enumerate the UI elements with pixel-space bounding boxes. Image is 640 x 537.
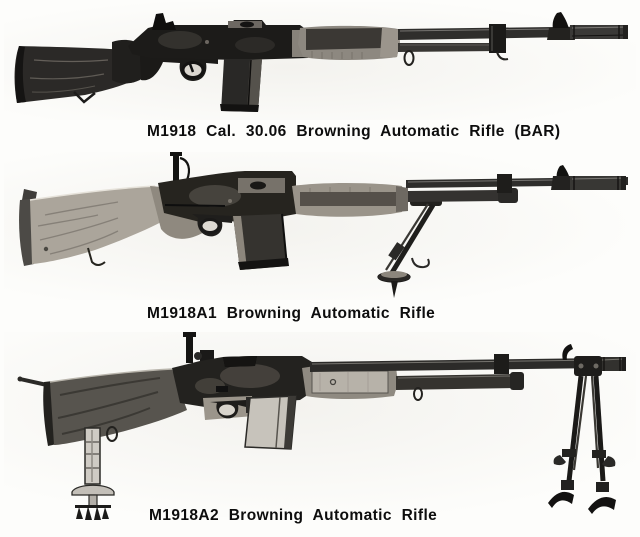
m1918a2-monopod xyxy=(71,427,115,520)
trigger xyxy=(188,63,195,73)
stock-sling-swivel xyxy=(106,426,118,442)
stock-sling-swivel xyxy=(73,91,96,104)
leg-clamp xyxy=(553,455,566,466)
m1918a1-trigger-group xyxy=(192,214,232,237)
m1918a2-rifle-photo xyxy=(4,332,636,520)
caption-m1918a1: M1918A1 Browning Automatic Rifle xyxy=(147,305,436,322)
m1918-rifle-photo xyxy=(4,2,636,120)
m1918a1-forearm xyxy=(292,183,408,217)
m1918-buttstock xyxy=(14,46,145,104)
m1918-magazine xyxy=(220,59,262,112)
gas-tube xyxy=(398,43,499,52)
caption-m1918a2: M1918A2 Browning Automatic Rifle xyxy=(149,507,438,524)
m1918a2-bipod xyxy=(548,356,616,514)
barrel-band xyxy=(489,24,506,53)
m1918-trigger-group xyxy=(112,39,218,84)
leg-clamp xyxy=(602,456,616,468)
m1918-receiver xyxy=(128,13,308,60)
m1918a1-magazine xyxy=(233,213,289,270)
forearm-sling-swivel xyxy=(403,50,415,66)
m1918-barrel xyxy=(398,12,628,66)
m1918a2-forearm xyxy=(302,364,398,399)
bipod-foot-skid xyxy=(588,497,616,514)
rear-sight xyxy=(170,152,191,182)
caption-m1918: M1918 Cal. 30.06 Browning Automatic Rifl… xyxy=(147,123,561,140)
m1918a1-barrel xyxy=(406,165,628,203)
muzzle xyxy=(570,176,626,190)
m1918a2-trigger-group xyxy=(203,396,255,420)
rear-sight xyxy=(152,13,176,30)
front-sight xyxy=(556,165,570,179)
bipod-foot-skid xyxy=(548,491,574,508)
bipod-spike xyxy=(391,281,398,298)
m1918a1-bipod xyxy=(377,191,442,298)
m1918a2-buttstock xyxy=(17,368,187,446)
front-sight xyxy=(552,12,569,29)
barrel-band xyxy=(494,354,509,374)
stock-sling-swivel xyxy=(87,247,106,266)
m1918a1-receiver xyxy=(158,171,296,222)
m1918a2-magazine xyxy=(244,395,297,450)
m1918a1-rifle-photo xyxy=(4,152,636,300)
m1918a2-barrel xyxy=(310,344,626,401)
barrel-band xyxy=(497,174,512,193)
m1918a2-receiver xyxy=(172,356,312,407)
m1918-forearm xyxy=(298,25,400,60)
front-sight xyxy=(562,344,573,360)
gas-tube xyxy=(408,190,500,202)
monopod-spikes xyxy=(75,505,111,520)
